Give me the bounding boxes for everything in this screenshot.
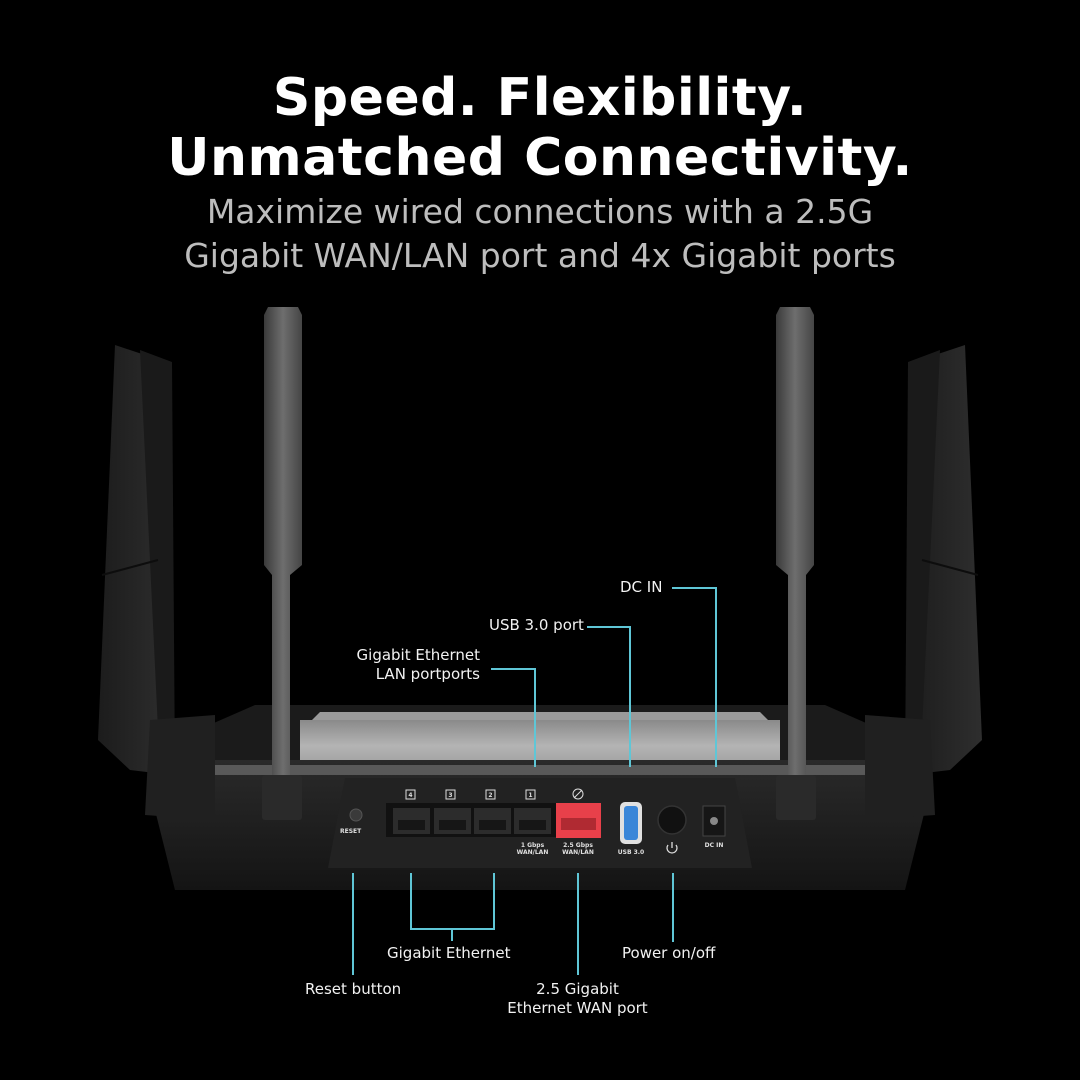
wan-speed-label: 2.5 Gbps [563,842,593,849]
wan-type-label: WAN/LAN [562,849,594,856]
lan-port-1 [514,808,551,834]
lan-port-3 [434,808,471,834]
port1-speed-label: 1 Gbps [520,842,545,849]
callout-lan-line2: LAN portports [375,665,480,683]
lan-port-2 [474,808,511,834]
dc-in-jack [702,805,726,837]
subheadline-line-2: Gigabit WAN/LAN port and 4x Gigabit port… [184,236,896,275]
callout-gigabit: Gigabit Ethernet [387,944,511,962]
callout-wan-line2: Ethernet WAN port [507,999,648,1017]
callout-line-dc-h [672,587,716,589]
reset-label: RESET [340,828,362,835]
svg-text:4: 4 [408,792,412,799]
callout-wan: 2.5 Gigabit Ethernet WAN port [505,980,650,1018]
callout-line-dc-v [715,587,717,767]
callout-line-reset [352,873,354,975]
usb-port [620,802,642,844]
callout-line-lan-h [491,668,535,670]
callout-power: Power on/off [622,944,716,962]
callout-line-usb-h [587,626,630,628]
power-icon [666,842,678,854]
callout-line-usb-v [629,626,631,767]
right-inner-antenna [776,307,816,820]
callout-line-power [672,873,674,942]
reset-button [349,808,363,822]
left-inner-antenna [262,307,302,820]
callout-line-gig-left [410,873,412,930]
wan-port [556,803,601,838]
right-outer-antenna [905,345,982,775]
port1-type-label: WAN/LAN [516,849,549,856]
svg-text:2: 2 [488,792,492,799]
usb-label: USB 3.0 [617,849,645,856]
callout-dc-in: DC IN [620,578,663,596]
headline-line-2: Unmatched Connectivity. [167,128,913,188]
power-button [657,805,687,835]
callout-wan-line1: 2.5 Gigabit [536,980,619,998]
callout-line-gig-right [493,873,495,930]
subheadline-line-1: Maximize wired connections with a 2.5G [206,192,874,231]
callout-lan: Gigabit Ethernet LAN portports [350,646,480,684]
svg-text:1: 1 [528,792,532,799]
dc-in-label: DC IN [704,842,724,849]
lan-port-4 [393,808,430,834]
svg-text:3: 3 [448,792,452,799]
callout-line-wan [577,873,579,975]
callout-line-lan-v [534,668,536,767]
callout-reset: Reset button [305,980,402,998]
callout-line-gig-stem [451,928,453,941]
callout-usb: USB 3.0 port [489,616,584,634]
callout-lan-line1: Gigabit Ethernet [356,646,480,664]
headline-line-1: Speed. Flexibility. [272,68,808,128]
left-outer-antenna [98,345,175,775]
